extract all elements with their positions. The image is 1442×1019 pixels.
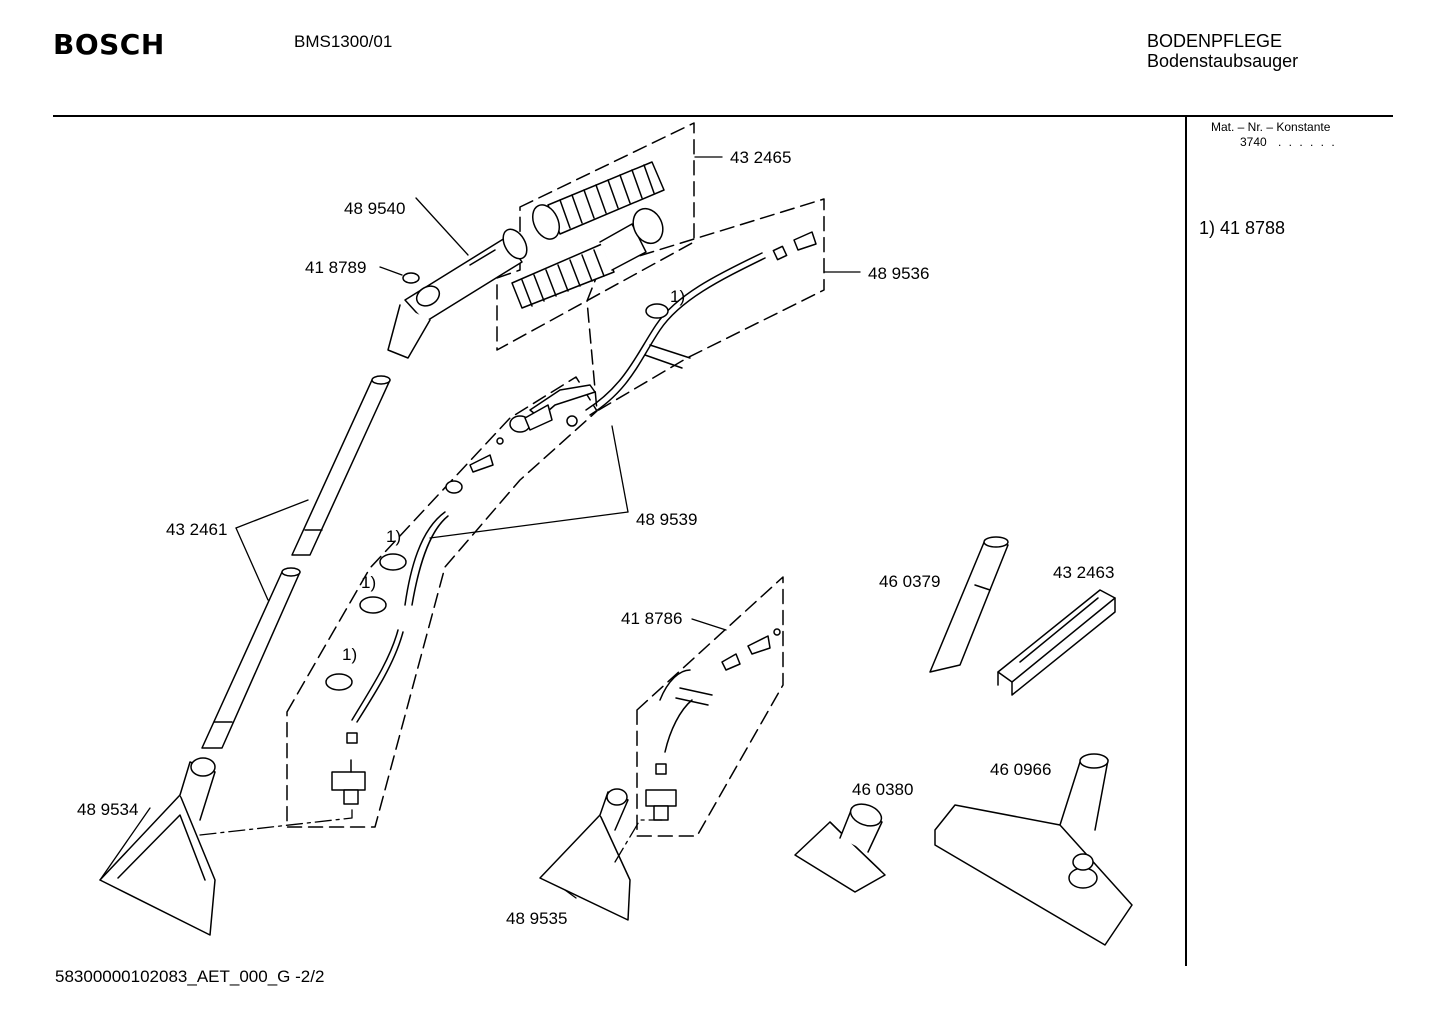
note-marker: 1)	[342, 645, 357, 664]
part-label-418786: 41 8786	[621, 609, 682, 628]
part-label-432463: 43 2463	[1053, 563, 1114, 582]
group-box-nozzle-kit	[636, 576, 784, 837]
upholstery-nozzle-small	[539, 628, 781, 921]
part-label-418789: 41 8789	[305, 258, 366, 277]
part-label-460379: 46 0379	[879, 572, 940, 591]
subcategory-title: Bodenstaubsauger	[1147, 51, 1299, 71]
part-label-460966: 46 0966	[990, 760, 1051, 779]
corrugated-hose-upper	[531, 161, 665, 240]
group-box-spray-hose	[586, 198, 825, 412]
clip-part	[402, 272, 420, 284]
accessory-bracket	[997, 589, 1116, 696]
floor-nozzle	[934, 753, 1133, 946]
trigger-valve	[445, 384, 596, 494]
konstante-dots: . . . . . .	[1278, 135, 1337, 149]
note-marker: 1)	[386, 527, 401, 546]
upholstery-tool	[794, 803, 886, 893]
crevice-tool	[929, 536, 1009, 673]
part-label-432461: 43 2461	[166, 520, 227, 539]
thin-hose-lower	[325, 511, 449, 805]
document-code: 58300000102083_AET_000_G -2/2	[55, 967, 325, 986]
part-label-432465: 43 2465	[730, 148, 791, 167]
part-label-489535: 48 9535	[506, 909, 567, 928]
spray-hose	[585, 231, 817, 416]
footnote: 1) 41 8788	[1199, 218, 1286, 238]
model-number: BMS1300/01	[294, 32, 393, 51]
part-label-489540: 48 9540	[344, 199, 405, 218]
part-label-489536: 48 9536	[868, 264, 929, 283]
group-box-trigger	[286, 376, 598, 828]
part-label-489534: 48 9534	[77, 800, 138, 819]
part-label-489539: 48 9539	[636, 510, 697, 529]
extension-tube-upper	[291, 375, 391, 556]
corrugated-hose-lower	[511, 207, 664, 309]
konstante-label: Mat. – Nr. – Konstante	[1211, 120, 1331, 134]
leader-lines	[99, 156, 861, 899]
brand-logo: BOSCH	[53, 28, 165, 61]
note-marker: 1)	[670, 287, 685, 306]
part-label-460380: 46 0380	[852, 780, 913, 799]
upholstery-nozzle-large	[99, 757, 216, 936]
category-title: BODENPFLEGE	[1147, 31, 1283, 51]
konstante-value: 3740	[1240, 135, 1267, 149]
note-marker: 1)	[361, 573, 376, 592]
extension-tube-lower	[201, 567, 301, 749]
group-box-hose	[496, 122, 695, 351]
hose-handle	[387, 228, 528, 359]
